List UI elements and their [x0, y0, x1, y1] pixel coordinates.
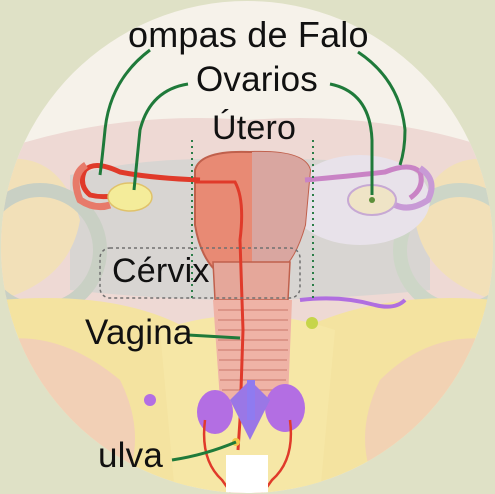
left-ovary [108, 183, 152, 211]
green-node [306, 317, 318, 329]
vaginal-opening [226, 455, 268, 494]
vulva-right-lobe [265, 384, 305, 432]
label-ovaries: Ovarios [196, 60, 318, 100]
label-vagina: Vagina [85, 313, 193, 353]
label-cervix: Cérvix [112, 252, 210, 291]
vulva-left-lobe [197, 390, 233, 434]
label-vulva: ulva [98, 436, 163, 476]
label-uterus: Útero [212, 109, 296, 148]
purple-node-left [144, 394, 156, 406]
cervix [213, 262, 290, 300]
right-ovary-dot [369, 197, 375, 203]
label-fallopian-tubes: ompas de Falo [128, 14, 369, 56]
urethra [247, 380, 255, 420]
